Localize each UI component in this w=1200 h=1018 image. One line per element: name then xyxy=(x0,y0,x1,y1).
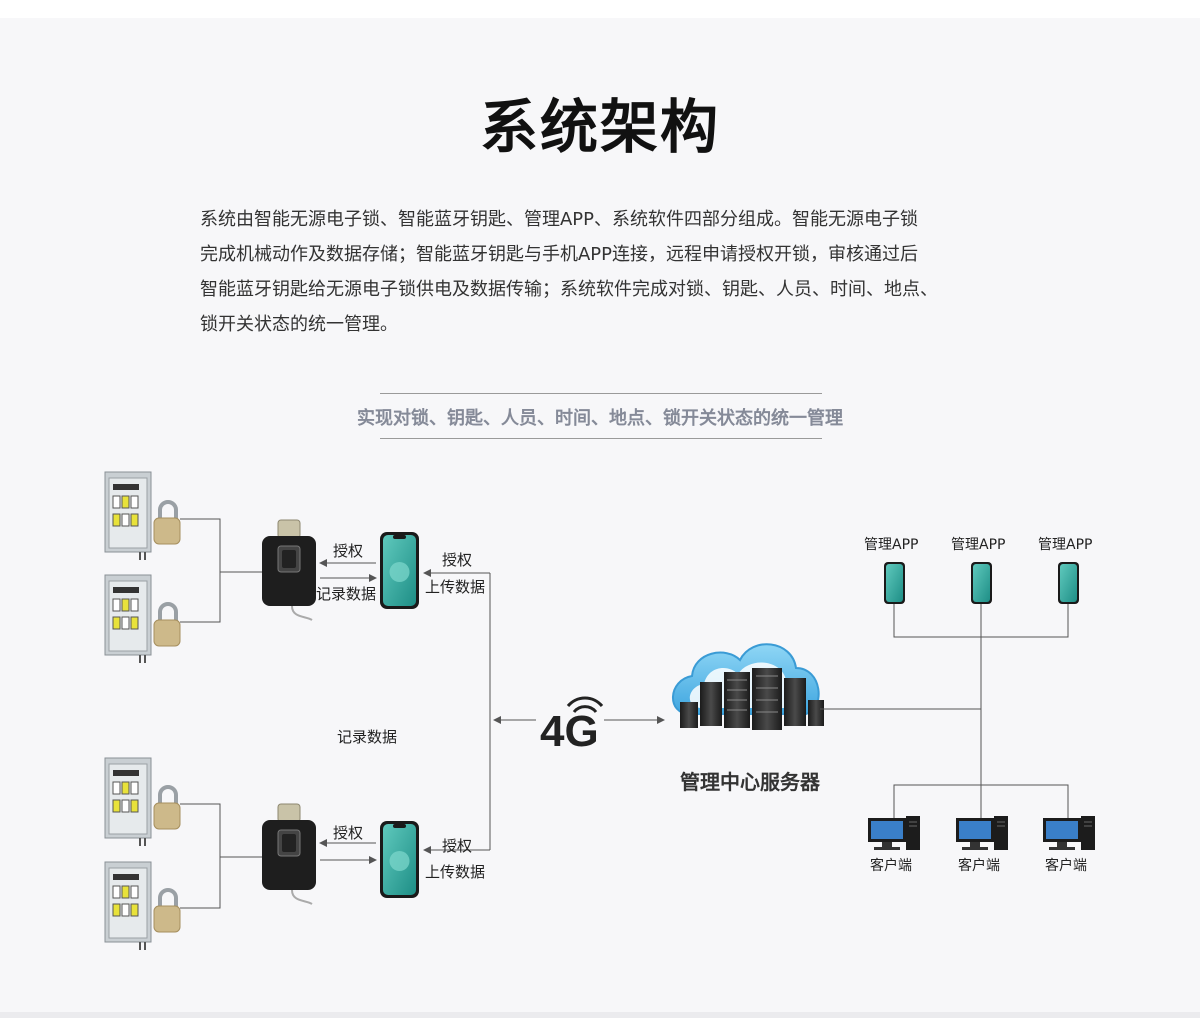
key-phone-arrows xyxy=(319,559,377,864)
desktop-computer-icon xyxy=(868,816,920,850)
cloud-server-icon xyxy=(672,643,824,730)
client-label: 客户端 xyxy=(870,858,912,874)
description-line: 智能蓝牙钥匙给无源电子锁供电及数据传输；系统软件完成对锁、钥匙、人员、时间、地点… xyxy=(200,279,938,300)
bottom-bar xyxy=(0,1012,1200,1018)
description-line: 完成机械动作及数据存储；智能蓝牙钥匙与手机APP连接，远程申请授权开锁，审核通过… xyxy=(200,244,919,265)
label-server-to-phone: 上传数据 xyxy=(425,863,486,881)
smartphone-icon xyxy=(884,562,905,604)
connector-lines xyxy=(180,518,262,909)
phone-network-lines xyxy=(423,569,665,854)
smartphone-icon xyxy=(1058,562,1079,604)
label-server-to-phone: 授权 xyxy=(442,837,473,855)
network-badge: 4G xyxy=(540,707,599,756)
padlock-icon xyxy=(153,785,181,830)
smartphone-icon xyxy=(971,562,992,604)
label-phone-to-key: 记录数据 xyxy=(316,585,377,603)
smartphone-icon xyxy=(380,532,419,609)
banner-frame xyxy=(380,393,822,439)
bluetooth-key-icon xyxy=(262,803,316,905)
cabinet-icon xyxy=(104,861,152,950)
desktop-computer-icon xyxy=(1043,816,1095,850)
cabinet-icon xyxy=(104,574,152,663)
desktop-computer-icon xyxy=(956,816,1008,850)
banner-text: 实现对锁、钥匙、人员、时间、地点、锁开关状态的统一管理 xyxy=(357,408,843,429)
page-title: 系统架构 xyxy=(479,93,720,161)
smartphone-icon xyxy=(380,821,419,898)
cabinet-icon xyxy=(104,757,152,846)
padlock-icon xyxy=(153,888,181,933)
label-key-to-phone: 授权 xyxy=(333,542,364,560)
label-key-to-phone: 授权 xyxy=(333,824,364,842)
bluetooth-key-icon xyxy=(262,519,316,621)
description-line: 系统由智能无源电子锁、智能蓝牙钥匙、管理APP、系统软件四部分组成。智能无源电子… xyxy=(200,209,919,230)
top-bar xyxy=(0,0,1200,18)
client-label: 客户端 xyxy=(1045,858,1087,874)
description: 系统由智能无源电子锁、智能蓝牙钥匙、管理APP、系统软件四部分组成。智能无源电子… xyxy=(200,202,1020,342)
signal-4g-icon: 4G xyxy=(540,696,604,756)
server-links xyxy=(820,600,1069,819)
label-server-to-phone: 上传数据 xyxy=(425,578,486,596)
label-server-to-phone: 授权 xyxy=(442,551,473,569)
cabinet-icon xyxy=(104,471,152,560)
padlock-icon xyxy=(153,500,181,545)
app-label: 管理APP xyxy=(1038,537,1093,553)
padlock-icon xyxy=(153,602,181,647)
app-label: 管理APP xyxy=(864,537,919,553)
server-label: 管理中心服务器 xyxy=(680,770,820,794)
description-line: 锁开关状态的统一管理。 xyxy=(200,314,398,335)
app-label: 管理APP xyxy=(951,537,1006,553)
client-label: 客户端 xyxy=(958,858,1000,874)
label-middle-record: 记录数据 xyxy=(337,728,398,746)
